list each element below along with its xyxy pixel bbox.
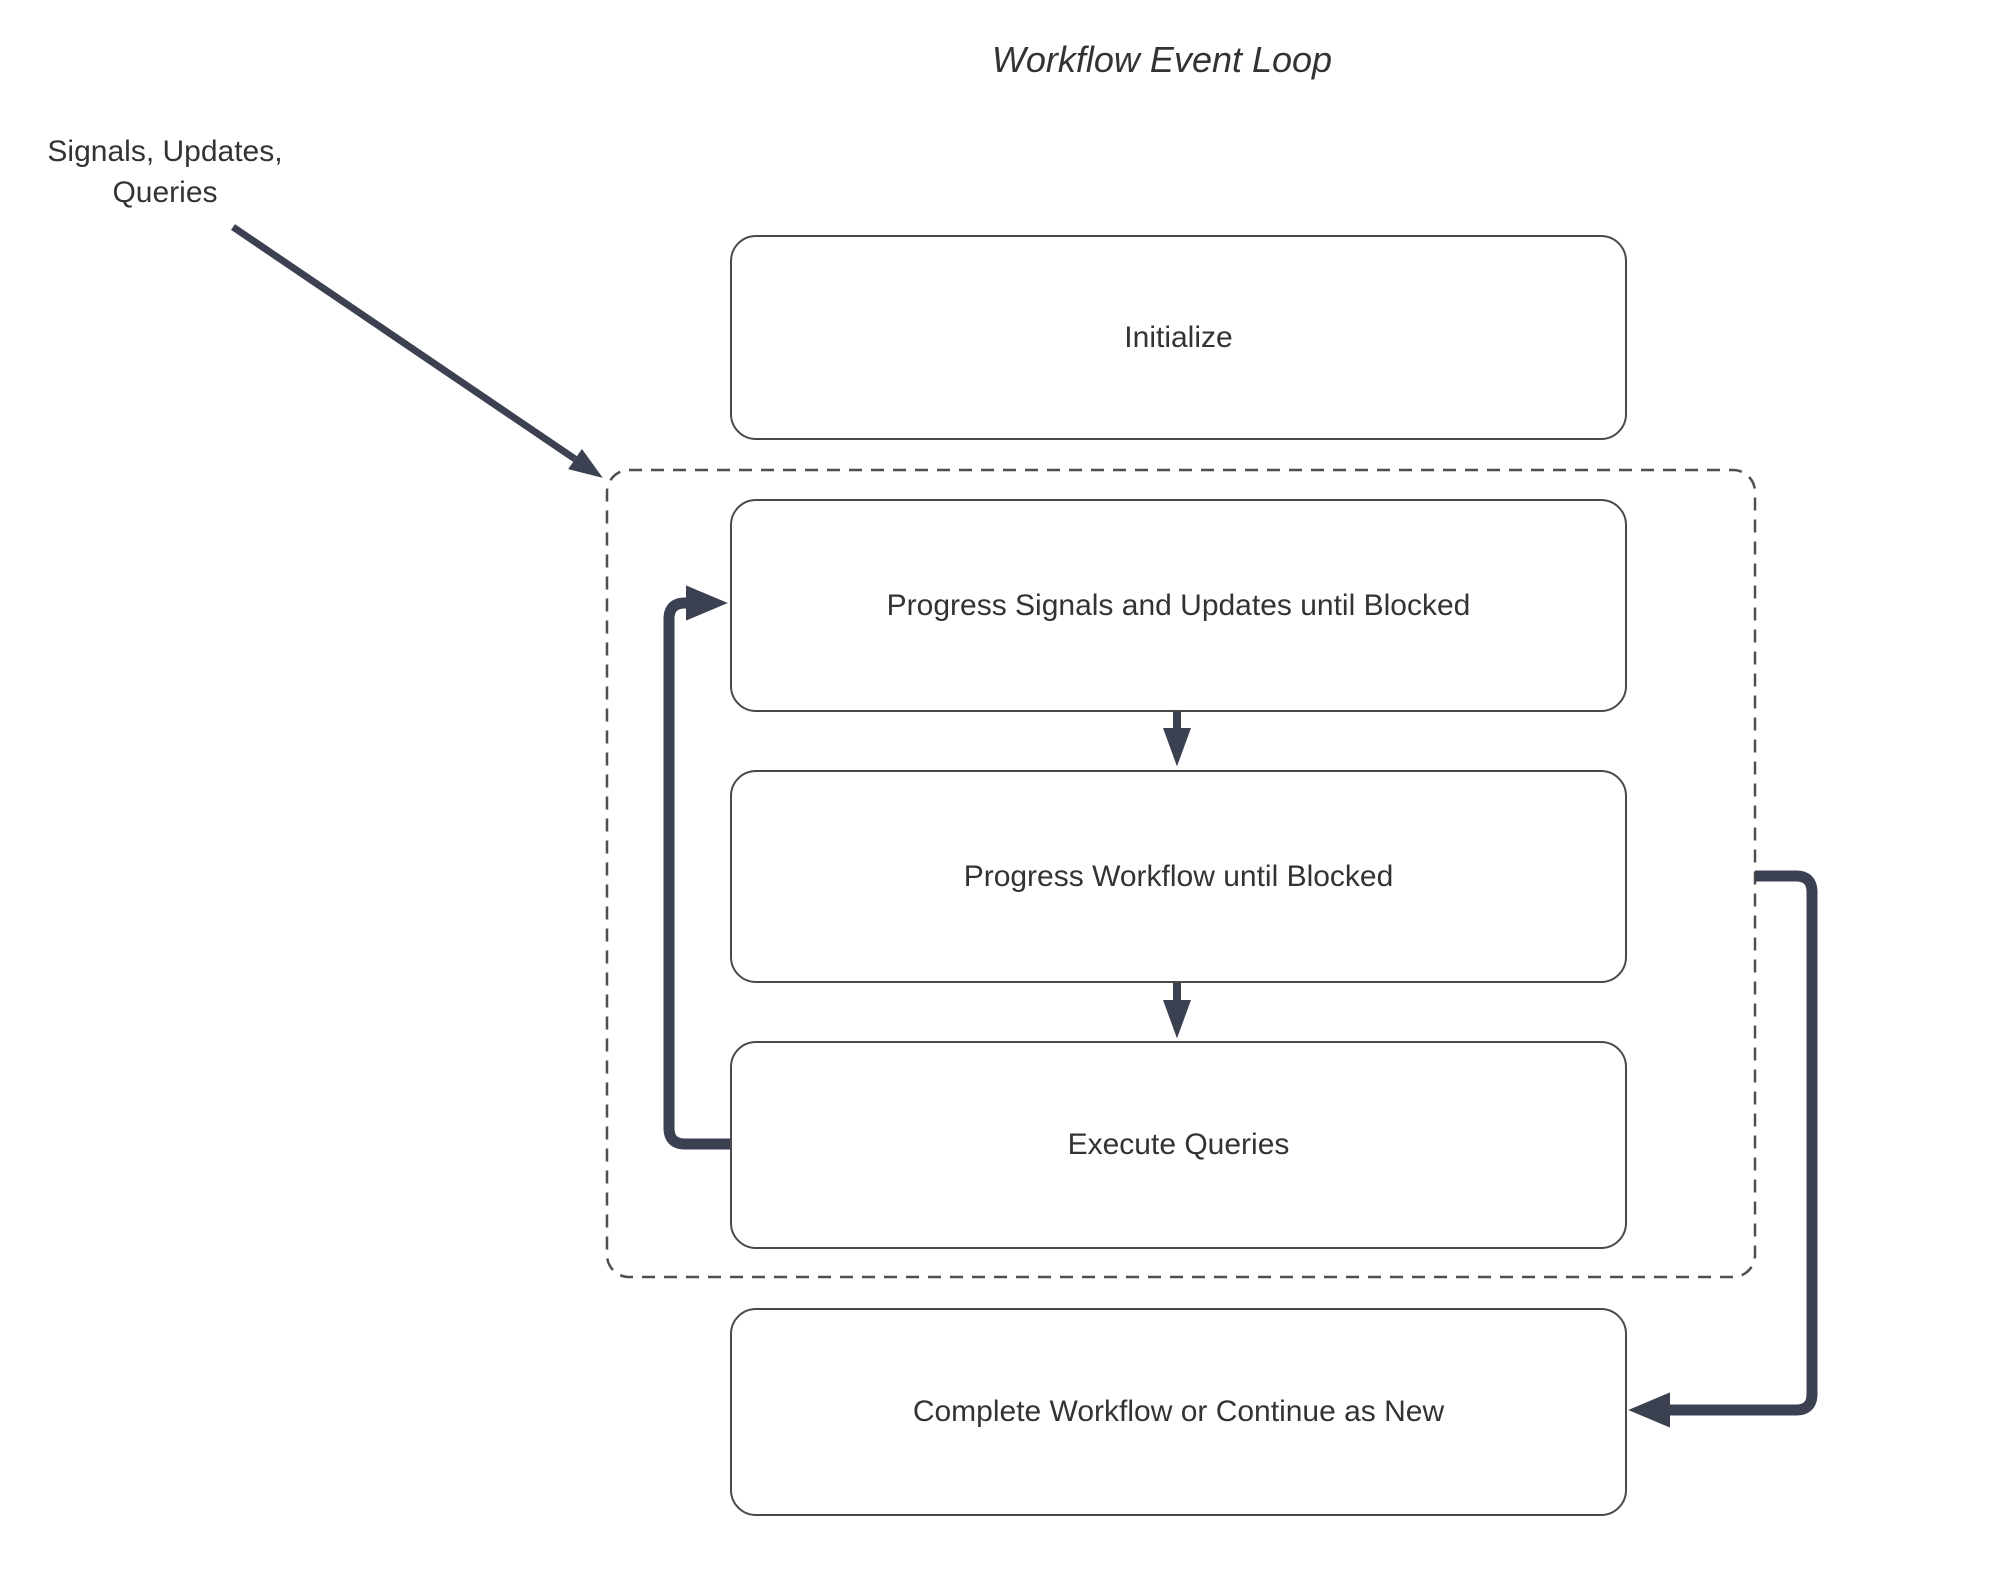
node-execute-queries: Execute Queries (730, 1041, 1627, 1249)
node-initialize: Initialize (730, 235, 1627, 440)
node-progress-workflow: Progress Workflow until Blocked (730, 770, 1627, 983)
node-execute-queries-label: Execute Queries (1067, 1128, 1290, 1161)
node-complete-workflow-label: Complete Workflow or Continue as New (912, 1395, 1445, 1428)
input-sources-label: Signals, Updates, Queries (47, 135, 283, 209)
node-initialize-label: Initialize (1124, 320, 1233, 354)
node-complete-workflow: Complete Workflow or Continue as New (730, 1308, 1627, 1516)
arrow-queries-loop-back (663, 585, 730, 1150)
node-progress-signals-updates-label: Progress Signals and Updates until Block… (886, 588, 1471, 622)
arrow-workflow-to-complete (1628, 870, 1818, 1428)
node-progress-signals-updates: Progress Signals and Updates until Block… (730, 499, 1627, 712)
node-progress-workflow-label: Progress Workflow until Blocked (963, 859, 1394, 893)
diagram-title: Workflow Event Loop (991, 39, 1333, 80)
input-arrow (231, 224, 603, 478)
